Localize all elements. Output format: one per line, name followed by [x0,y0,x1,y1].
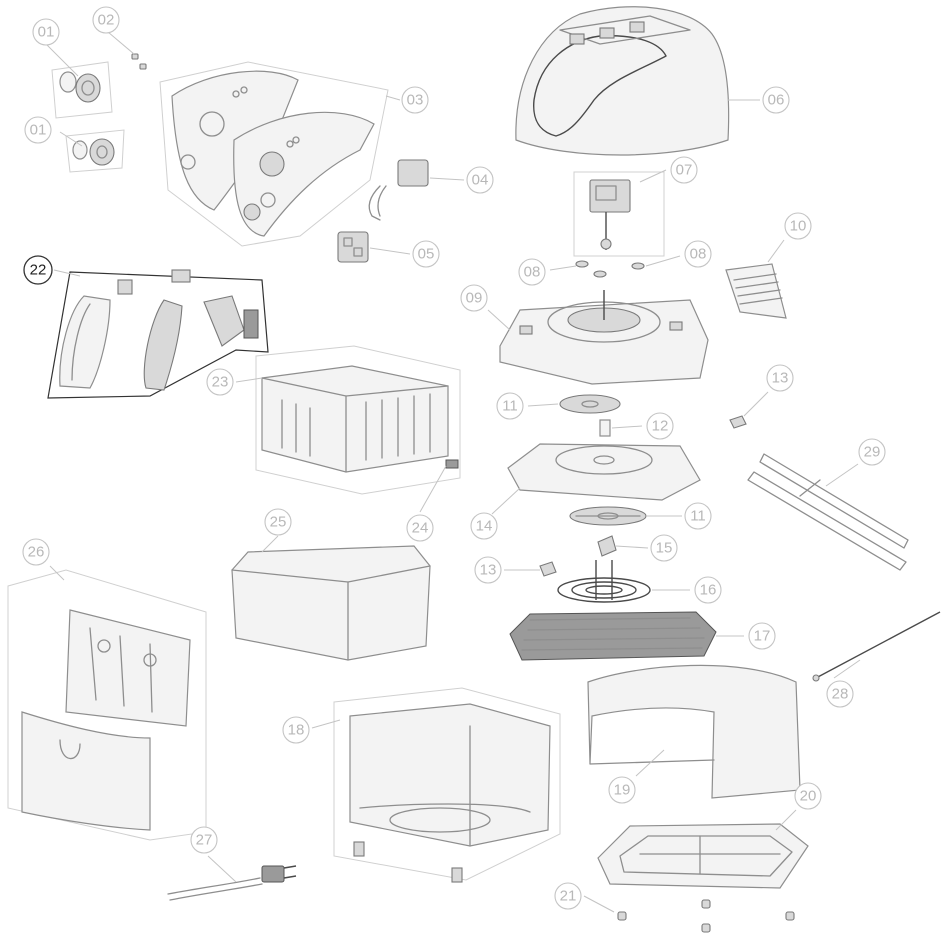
part-22-handle-assembly [47,269,269,399]
svg-text:25: 25 [270,514,287,531]
svg-text:24: 24 [412,520,429,537]
part-29-rails [747,453,909,571]
svg-text:03: 03 [407,92,424,109]
callout-01-a: 01 [32,18,60,46]
svg-text:18: 18 [288,722,305,739]
svg-text:11: 11 [690,508,706,525]
callout-22-highlighted: 22 [23,255,53,285]
callout-01-b: 01 [24,116,52,144]
callout-02: 02 [92,6,120,34]
part-02-screws [131,53,147,70]
callout-03: 03 [401,86,429,114]
part-20-base [597,823,809,889]
part-17-mesh-plate [509,611,717,661]
callout-25: 25 [264,508,292,536]
svg-text:26: 26 [28,544,45,561]
callout-16: 16 [694,576,722,604]
svg-text:12: 12 [652,418,669,435]
callout-08-a: 08 [518,258,546,286]
svg-text:19: 19 [614,782,631,799]
svg-text:13: 13 [480,562,497,579]
part-01-knob-upper [51,61,113,119]
leader-lines [45,31,861,913]
part-13-clip-lower [539,561,557,577]
svg-text:06: 06 [768,92,785,109]
callout-08-b: 08 [684,240,712,268]
part-24-clip [445,459,459,469]
part-05-relay [337,231,369,263]
part-11-fan-lower [569,506,647,526]
callout-28: 28 [826,680,854,708]
svg-text:20: 20 [800,788,817,805]
svg-text:22: 22 [30,262,47,279]
part-01-knob-lower [65,129,125,173]
svg-text:27: 27 [196,832,213,849]
callout-19: 19 [608,776,636,804]
callout-11-a: 11 [496,392,524,420]
part-26-front-door [7,569,207,841]
part-08-washers [575,260,645,278]
svg-text:04: 04 [472,172,489,189]
callout-09: 09 [460,284,488,312]
callout-06: 06 [762,86,790,114]
part-15-bracket [597,535,617,557]
callout-21: 21 [554,882,582,910]
svg-text:01: 01 [30,122,47,139]
callout-05: 05 [412,240,440,268]
svg-text:16: 16 [700,582,717,599]
svg-text:13: 13 [772,370,789,387]
part-27-power-cord [167,865,297,901]
callout-13-b: 13 [474,556,502,584]
svg-text:23: 23 [212,374,229,391]
callout-20: 20 [794,782,822,810]
callout-07: 07 [670,156,698,184]
callout-29: 29 [858,438,886,466]
callout-24: 24 [406,514,434,542]
svg-text:02: 02 [98,12,115,29]
svg-text:08: 08 [690,246,707,263]
part-28-rod [812,611,941,682]
svg-text:01: 01 [38,24,55,41]
svg-text:05: 05 [418,246,435,263]
part-23-basket [255,345,461,495]
part-14-heat-plate [507,443,701,501]
svg-text:15: 15 [656,540,673,557]
part-11-fan-upper [559,394,621,414]
svg-text:17: 17 [754,628,771,645]
svg-text:10: 10 [790,218,807,235]
svg-text:08: 08 [524,264,541,281]
svg-text:11: 11 [502,398,518,415]
callout-10: 10 [784,212,812,240]
callout-18: 18 [282,716,310,744]
svg-text:28: 28 [832,686,849,703]
callout-13-a: 13 [766,364,794,392]
part-03-control-panel [159,61,389,247]
callout-17: 17 [748,622,776,650]
part-06-top-housing [515,6,730,156]
svg-text:09: 09 [466,290,483,307]
svg-text:21: 21 [560,888,577,905]
svg-text:07: 07 [676,162,693,179]
part-07-motor [573,171,665,257]
part-18-outer-body [333,687,561,883]
part-16-heating-element [557,560,651,603]
callout-14: 14 [470,512,498,540]
callout-23: 23 [206,368,234,396]
part-21-feet [617,899,795,933]
part-12-coupling [599,419,611,437]
part-10-vent-grille [725,263,787,319]
callout-04: 04 [466,166,494,194]
svg-text:14: 14 [476,518,493,535]
svg-text:29: 29 [864,444,881,461]
callout-12: 12 [646,412,674,440]
callout-27: 27 [190,826,218,854]
callout-26: 26 [22,538,50,566]
callout-15: 15 [650,534,678,562]
part-04-switch [368,159,429,221]
part-13-clip-upper [729,415,747,429]
callout-11-b: 11 [684,502,712,530]
part-09-fan-housing [499,290,709,385]
part-25-inner-pan [231,545,431,661]
